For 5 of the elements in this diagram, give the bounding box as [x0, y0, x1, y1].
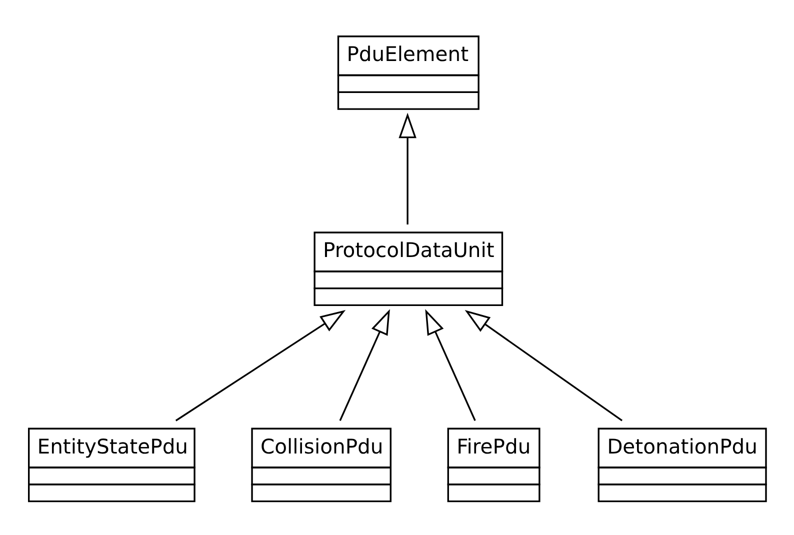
arrow [175, 310, 346, 421]
arrow [339, 308, 390, 420]
arrow [425, 308, 476, 420]
arrow [464, 309, 623, 421]
arrow [398, 112, 416, 224]
